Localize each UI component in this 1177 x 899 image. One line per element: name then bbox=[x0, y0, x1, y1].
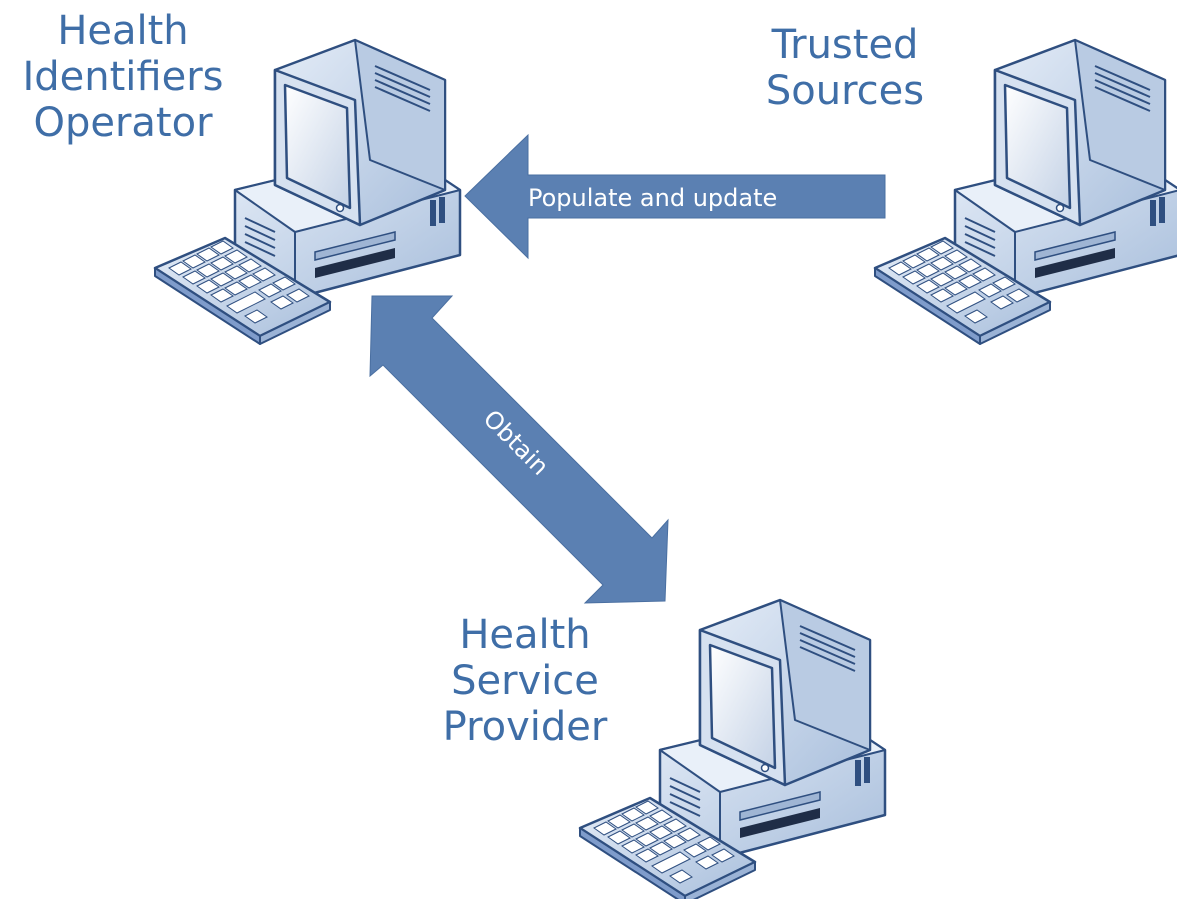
provider-label-line-3: Provider bbox=[442, 704, 608, 750]
provider-label: Health Service Provider bbox=[430, 612, 620, 750]
populate-arrow: Populate and update bbox=[464, 133, 886, 260]
operator-label-line-1: Health bbox=[57, 8, 189, 54]
trusted-sources-label: Trusted Sources bbox=[755, 22, 935, 114]
populate-arrow-label: Populate and update bbox=[528, 184, 777, 212]
provider-label-line-1: Health bbox=[459, 612, 591, 658]
trusted-sources-label-line-2: Sources bbox=[765, 68, 925, 114]
provider-computer-icon bbox=[578, 598, 887, 899]
provider-label-line-2: Service bbox=[451, 658, 599, 704]
trusted-sources-label-line-1: Trusted bbox=[771, 22, 919, 68]
operator-label-line-3: Operator bbox=[33, 100, 213, 146]
obtain-arrow: Obtain bbox=[369, 295, 669, 604]
operator-label: Health Identifiers Operator bbox=[18, 8, 228, 146]
operator-label-line-2: Identifiers bbox=[22, 54, 224, 100]
